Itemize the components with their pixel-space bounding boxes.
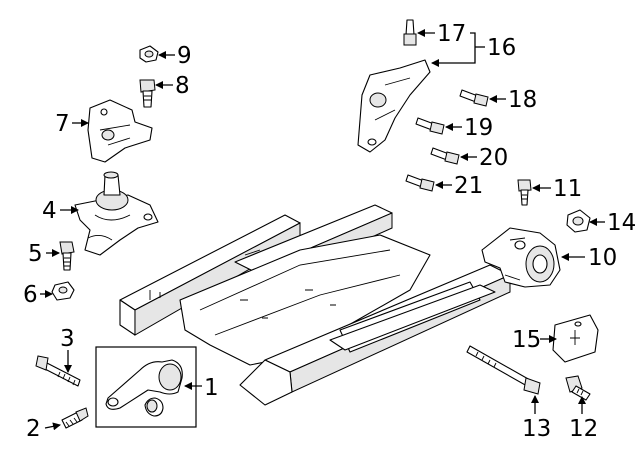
callout-2: 2 bbox=[26, 416, 41, 442]
stud-part-13 bbox=[466, 345, 541, 395]
bracket-part-16 bbox=[357, 59, 431, 153]
callout-9: 9 bbox=[177, 43, 192, 69]
callout-21: 21 bbox=[454, 173, 483, 199]
bolt-part-8 bbox=[139, 79, 156, 108]
bolt-part-3 bbox=[35, 355, 81, 387]
bolt-part-11 bbox=[517, 179, 532, 206]
stud-part-17 bbox=[403, 19, 417, 46]
nut-part-9 bbox=[139, 45, 159, 63]
callout-14: 14 bbox=[607, 210, 636, 236]
callout-7: 7 bbox=[55, 111, 70, 137]
callout-1: 1 bbox=[204, 375, 219, 401]
subframe-crossmember bbox=[119, 204, 511, 406]
callout-8: 8 bbox=[175, 73, 190, 99]
callout-3: 3 bbox=[60, 326, 75, 352]
callout-19: 19 bbox=[464, 115, 493, 141]
leader-lines bbox=[40, 29, 605, 431]
nut-part-14 bbox=[566, 209, 591, 233]
callout-10: 10 bbox=[588, 245, 617, 271]
callout-4: 4 bbox=[42, 198, 57, 224]
callout-13: 13 bbox=[522, 416, 551, 442]
callout-11: 11 bbox=[553, 176, 582, 202]
bolt-part-5 bbox=[59, 241, 75, 271]
callout-18: 18 bbox=[508, 87, 537, 113]
nut-part-6 bbox=[51, 281, 75, 301]
shield-part-15 bbox=[552, 314, 599, 363]
callout-20: 20 bbox=[479, 145, 508, 171]
bolt-part-12 bbox=[565, 375, 591, 401]
bolt-part-2 bbox=[61, 407, 89, 429]
bolt-part-21 bbox=[405, 174, 435, 192]
callout-labels: 1 2 3 4 5 6 7 8 9 10 11 12 13 14 15 16 1… bbox=[23, 21, 636, 442]
bolt-part-19 bbox=[415, 117, 445, 135]
engine-mount bbox=[74, 171, 159, 256]
bolt-part-18 bbox=[459, 89, 489, 107]
callout-6: 6 bbox=[23, 282, 38, 308]
bracket-part-7 bbox=[87, 99, 153, 163]
bolt-part-20 bbox=[430, 147, 460, 165]
callout-17: 17 bbox=[437, 21, 466, 47]
callout-16: 16 bbox=[487, 35, 516, 61]
transmission-mount bbox=[481, 227, 561, 288]
callout-5: 5 bbox=[28, 241, 43, 267]
callout-12: 12 bbox=[569, 416, 598, 442]
callout-15: 15 bbox=[512, 327, 541, 353]
torque-rod-kit bbox=[95, 346, 197, 428]
